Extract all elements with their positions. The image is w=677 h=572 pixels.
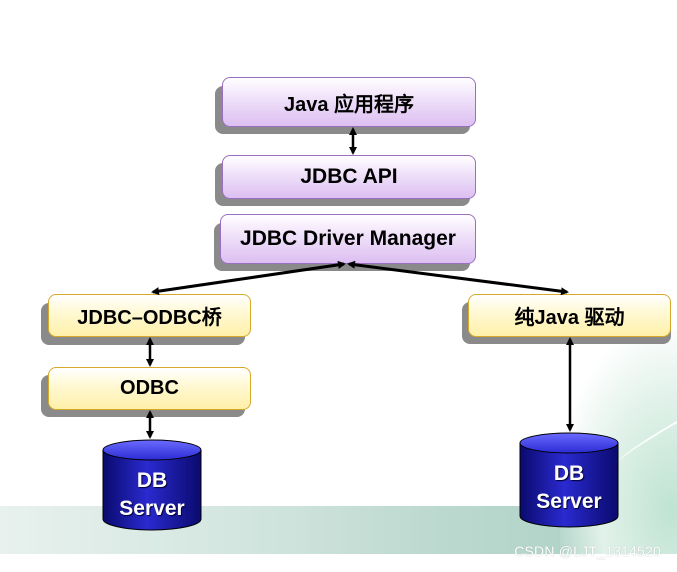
jdbc-odbc-bridge-label: JDBC–ODBC桥 [77,307,222,329]
background-bottom [0,554,677,572]
pure-java-driver-box: 纯Java 驱动 [468,294,671,337]
db-server-right: DB Server [519,432,619,528]
jdbc-api-label: JDBC API [300,165,398,188]
driver-manager-label: JDBC Driver Manager [240,227,456,250]
pure-java-driver-label: 纯Java 驱动 [514,307,625,329]
db-right-line1: DB [553,462,585,485]
arrow-manager-purejava [347,260,569,296]
jdbc-odbc-bridge-box: JDBC–ODBC桥 [48,294,251,337]
driver-manager-box: JDBC Driver Manager [220,214,476,264]
jdbc-api-box: JDBC API [222,155,476,199]
arrow-manager-bridge [151,260,346,296]
java-app-box: Java 应用程序 [222,77,476,127]
database-icon [519,432,619,528]
database-icon [102,439,202,531]
odbc-box: ODBC [48,367,251,410]
db-left-line2: Server [119,497,185,520]
java-app-label: Java 应用程序 [283,93,415,116]
odbc-label: ODBC [120,377,179,399]
db-server-left: DB Server [102,439,202,531]
watermark: CSDN @LJT_1314520 [514,543,661,559]
db-right-line2: Server [536,490,602,513]
db-left-line1: DB [136,469,168,492]
